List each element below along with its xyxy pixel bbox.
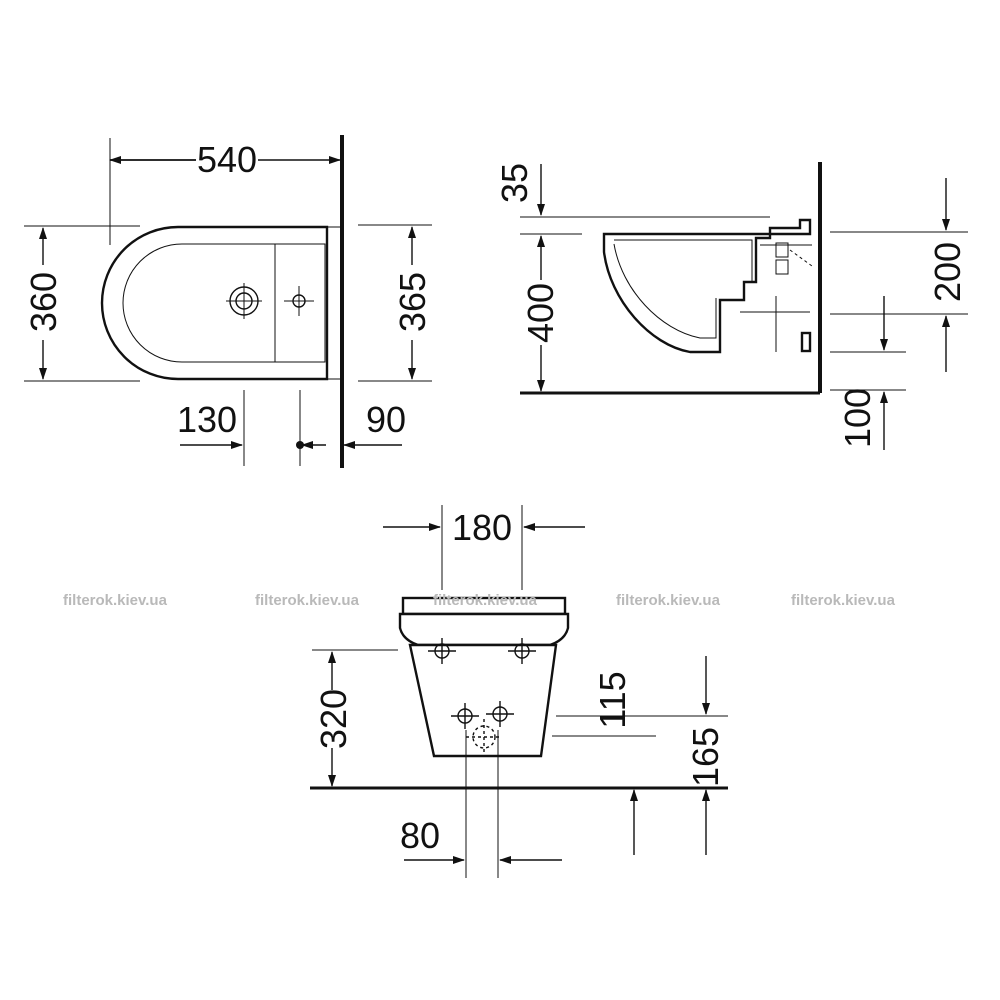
dim-front-height-label: 320 <box>313 689 354 749</box>
dim-front-width-label: 180 <box>452 507 512 548</box>
dim-tap-offset-label: 130 <box>177 399 237 440</box>
watermark-text: filterok.kiev.ua <box>63 592 168 609</box>
rim-lower <box>398 612 570 647</box>
front-view: 180 320 115 165 80 <box>310 505 728 878</box>
bowl-front <box>408 643 558 758</box>
watermark-text: filterok.kiev.ua <box>616 592 721 609</box>
fixing-point-icon <box>428 638 456 664</box>
dim-drain-height-label: 100 <box>837 388 878 448</box>
dim-width-back-label: 365 <box>392 272 433 332</box>
dim-length-label: 540 <box>197 139 257 180</box>
deck-area <box>274 243 326 363</box>
top-view: 540 360 365 130 90 <box>23 135 433 468</box>
bowl-side <box>602 218 812 354</box>
watermark-row: filterok.kiev.ua filterok.kiev.ua filter… <box>63 592 896 609</box>
inlet-point-icon <box>451 703 479 729</box>
dim-rim-top-label: 35 <box>494 163 535 203</box>
outlet-point-icon <box>466 719 502 755</box>
fixing-point-icon <box>508 638 536 664</box>
watermark-text: filterok.kiev.ua <box>433 592 538 609</box>
dim-rim-height-label: 400 <box>520 283 561 343</box>
back-plate <box>326 226 343 380</box>
dim-inlet-height-label: 115 <box>592 671 633 728</box>
dim-connection-height-label: 200 <box>927 242 968 302</box>
inlet-point-icon <box>486 701 514 727</box>
watermark-text: filterok.kiev.ua <box>255 592 360 609</box>
dim-wall-offset-label: 90 <box>366 399 406 440</box>
watermark-text: filterok.kiev.ua <box>791 592 896 609</box>
bowl-outer <box>100 225 329 381</box>
dim-width-label: 360 <box>23 272 64 332</box>
side-view: 35 400 200 100 <box>494 162 968 450</box>
dim-spacing-label: 80 <box>400 815 440 856</box>
dim-outlet-height-label: 165 <box>685 727 726 787</box>
bowl-inner <box>122 243 276 363</box>
